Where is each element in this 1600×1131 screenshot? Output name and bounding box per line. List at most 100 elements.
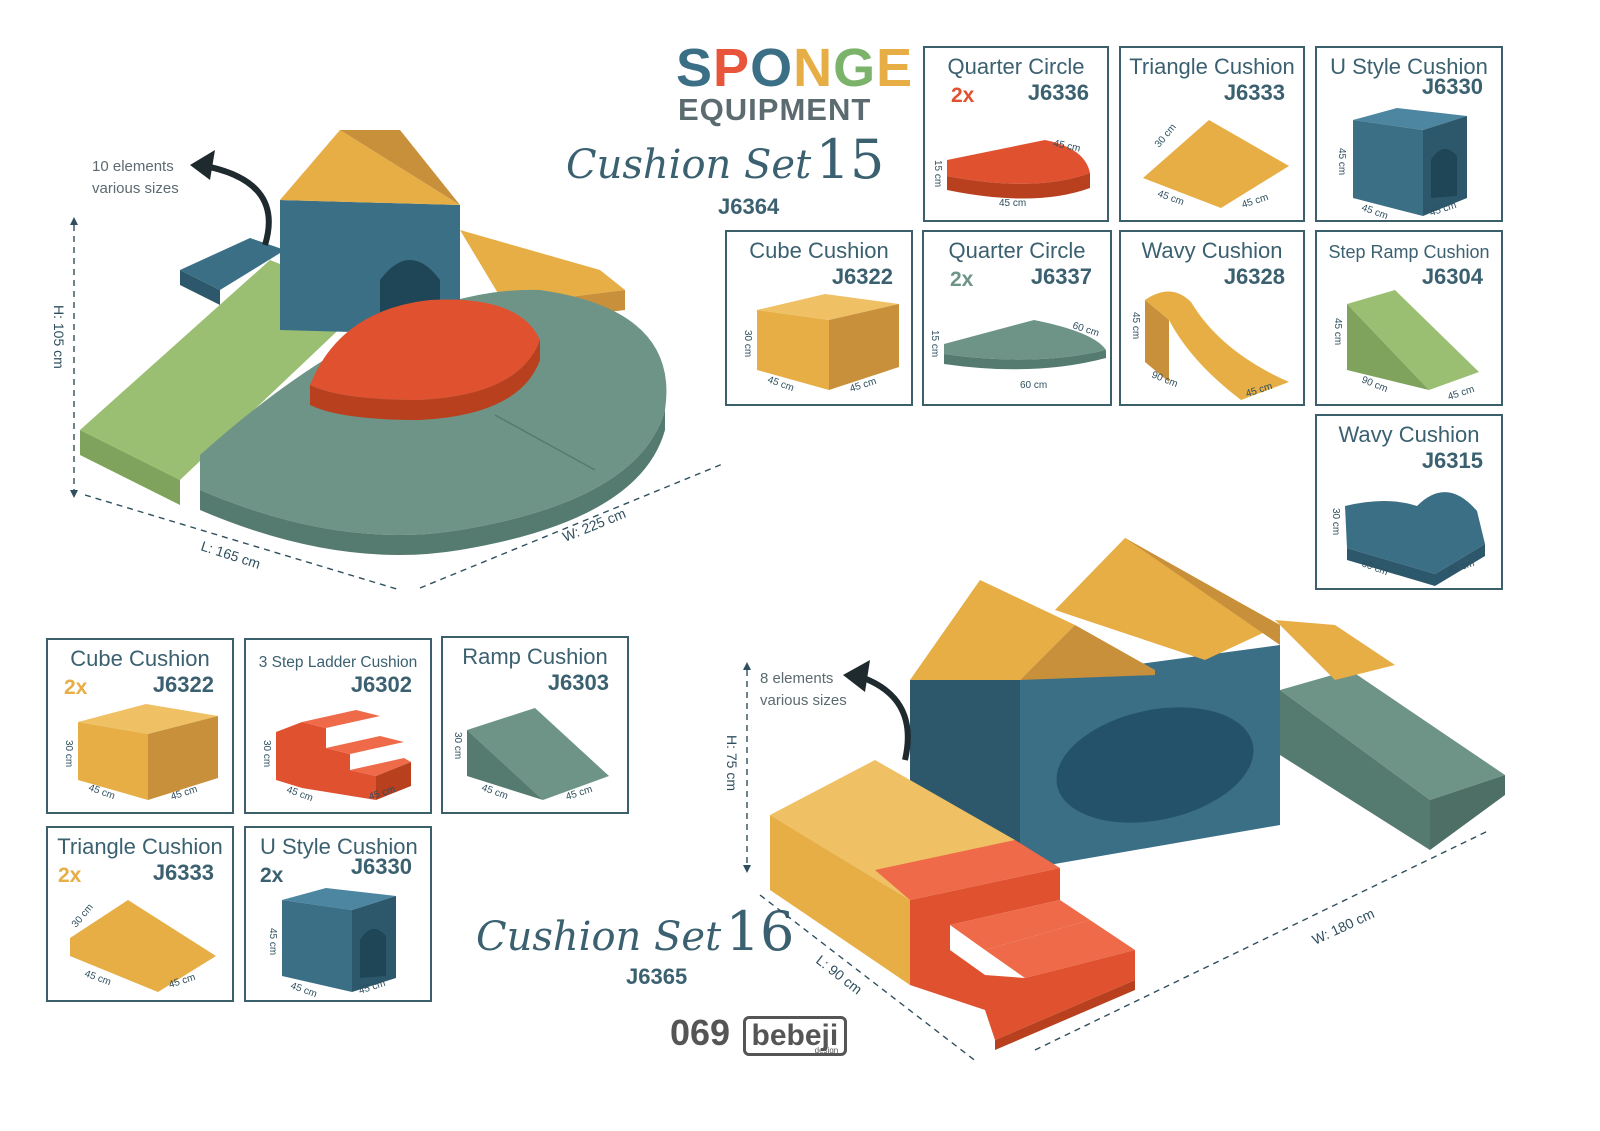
set16-title-num: 16 [725, 900, 795, 963]
brand-logo: SPONGE EQUIPMENT [676, 38, 914, 128]
card-qty: 2x [951, 84, 975, 107]
set15-card-triangle-j6333: Triangle Cushion J6333 30 cm 45 cm 45 cm [1119, 46, 1305, 222]
set15-title-word: Cushion Set [566, 142, 812, 188]
set16-height-label: H: 75 cm [724, 735, 740, 791]
set15-card-step-ramp-j6304: Step Ramp Cushion J6304 45 cm 90 cm 45 c… [1315, 230, 1503, 406]
set15-card-wavy-j6328: Wavy Cushion J6328 45 cm 90 cm 45 cm [1119, 230, 1305, 406]
brand-line2: EQUIPMENT [678, 92, 872, 127]
svg-text:15 cm: 15 cm [929, 330, 940, 357]
u-style-blue-illustration: 45 cm 45 cm 45 cm [267, 888, 396, 1000]
svg-text:30 cm: 30 cm [452, 732, 463, 759]
svg-text:45 cm: 45 cm [1241, 192, 1270, 211]
set15-height-label: H: 105 cm [51, 305, 67, 369]
card-name: Quarter Circle [948, 238, 1086, 263]
set15-card-cube-j6322: Cube Cushion J6322 30 cm 45 cm 45 cm [725, 230, 913, 406]
set16-card-u-style-j6330: U Style Cushion 2x J6330 45 cm 45 cm 45 … [244, 826, 432, 1002]
ramp-grey-illustration: 30 cm 45 cm 45 cm [452, 708, 609, 803]
card-code: J6315 [1421, 448, 1483, 473]
quarter-circle-red-illustration: 15 cm 45 cm 45 cm [932, 138, 1090, 209]
set15-title: Cushion Set 15 [566, 128, 884, 191]
triangle-yellow-illustration: 30 cm 45 cm 45 cm [70, 900, 216, 992]
card-code: J6337 [1030, 264, 1092, 289]
wavy-blue-illustration: 30 cm 60 cm 45 cm [1330, 492, 1485, 586]
u-style-blue-illustration: 45 cm 45 cm 45 cm [1336, 108, 1467, 222]
footer: 069 bebeji design [670, 1012, 848, 1056]
svg-text:45 cm: 45 cm [1447, 384, 1476, 403]
svg-text:30 cm: 30 cm [261, 740, 272, 767]
set16-card-3-step-ladder-j6302: 3 Step Ladder Cushion J6302 30 cm 45 cm … [244, 638, 432, 814]
card-qty: 2x [64, 676, 88, 699]
card-code: J6322 [831, 264, 893, 289]
svg-text:30 cm: 30 cm [742, 330, 753, 357]
set16-note-line2: various sizes [760, 692, 847, 709]
set16-note-line1: 8 elements [760, 670, 834, 687]
set15-card-quarter-circle-j6337: Quarter Circle 2x J6337 15 cm 60 cm 60 c… [922, 230, 1112, 406]
svg-text:45 cm: 45 cm [289, 980, 318, 1000]
card-code: J6304 [1421, 264, 1483, 289]
set15-illustration: H: 105 cm L: 165 cm W: 225 cm [51, 130, 726, 591]
card-qty: 2x [58, 864, 82, 887]
card-code: J6302 [350, 672, 412, 697]
svg-text:45 cm: 45 cm [1336, 148, 1347, 175]
set15-card-u-style-j6330: U Style Cushion J6330 45 cm 45 cm 45 cm [1315, 46, 1503, 222]
svg-text:30 cm: 30 cm [63, 740, 74, 767]
card-name: Cube Cushion [70, 646, 210, 671]
footer-brand: bebeji design [742, 1016, 848, 1056]
svg-text:45 cm: 45 cm [999, 198, 1026, 209]
set16-card-cube-j6322: Cube Cushion 2x J6322 30 cm 45 cm 45 cm [46, 638, 234, 814]
cube-yellow-illustration: 30 cm 45 cm 45 cm [742, 294, 899, 395]
quarter-circle-grey-illustration: 15 cm 60 cm 60 cm [929, 320, 1106, 391]
triangle-yellow-illustration: 30 cm 45 cm 45 cm [1143, 120, 1289, 211]
brand-line1: SPONGE [676, 38, 914, 98]
set16-code: J6365 [626, 964, 688, 989]
card-name: U Style Cushion [260, 834, 418, 859]
card-qty: 2x [260, 864, 284, 887]
set15-card-wavy-j6315: Wavy Cushion J6315 30 cm 60 cm 45 cm [1315, 414, 1503, 590]
set16-card-ramp-j6303: Ramp Cushion J6303 30 cm 45 cm 45 cm [441, 636, 629, 814]
set15-card-quarter-circle-j6336: Quarter Circle 2x J6336 15 cm 45 cm 45 c… [923, 46, 1109, 222]
card-name: Quarter Circle [947, 54, 1085, 79]
set16-title: Cushion Set 16 [476, 900, 794, 963]
set16-length-label: L: 90 cm [813, 952, 865, 998]
card-name: Cube Cushion [749, 238, 889, 263]
set16-card-triangle-j6333: Triangle Cushion 2x J6333 30 cm 45 cm 45… [46, 826, 234, 1002]
card-name: Wavy Cushion [1338, 422, 1480, 447]
card-code: J6303 [547, 670, 609, 695]
cube-yellow-illustration: 30 cm 45 cm 45 cm [63, 704, 218, 803]
set15-length-label: L: 165 cm [199, 538, 262, 572]
set16-width-label: W: 180 cm [1310, 905, 1377, 948]
svg-text:45 cm: 45 cm [1130, 312, 1141, 339]
wavy-yellow-illustration: 45 cm 90 cm 45 cm [1130, 291, 1289, 400]
card-code: J6322 [152, 672, 214, 697]
set16-title-word: Cushion Set [476, 914, 722, 960]
svg-text:45 cm: 45 cm [267, 928, 278, 955]
set15-title-num: 15 [815, 128, 885, 191]
svg-text:45 cm: 45 cm [1332, 318, 1343, 345]
card-qty: 2x [950, 268, 974, 291]
card-name: Step Ramp Cushion [1328, 242, 1490, 262]
step-ladder-red-illustration: 30 cm 45 cm 45 cm [261, 710, 411, 804]
card-code: J6330 [1421, 74, 1483, 99]
set15-note: 10 elements various sizes [92, 156, 179, 200]
card-name: Wavy Cushion [1141, 238, 1283, 263]
card-name: U Style Cushion [1330, 54, 1488, 79]
page-number: 069 [670, 1012, 731, 1053]
set16-note: 8 elements various sizes [760, 668, 847, 712]
set15-note-line2: various sizes [92, 180, 179, 197]
set16-illustration: H: 75 cm L: 90 cm W: 180 cm [724, 538, 1505, 1063]
set15-note-line1: 10 elements [92, 158, 174, 175]
set15-code: J6364 [718, 194, 780, 219]
card-name: Triangle Cushion [57, 834, 223, 859]
card-code: J6333 [152, 860, 214, 885]
step-ramp-green-illustration: 45 cm 90 cm 45 cm [1332, 290, 1479, 403]
card-name: 3 Step Ladder Cushion [258, 654, 418, 671]
svg-text:30 cm: 30 cm [1153, 122, 1179, 150]
card-code: J6330 [350, 854, 412, 879]
card-code: J6333 [1223, 80, 1285, 105]
footer-brand-name: bebeji [751, 1019, 839, 1052]
svg-text:15 cm: 15 cm [932, 160, 943, 187]
card-name: Ramp Cushion [462, 644, 608, 669]
svg-text:60 cm: 60 cm [1020, 380, 1047, 391]
card-name: Triangle Cushion [1129, 54, 1295, 79]
svg-text:30 cm: 30 cm [1330, 508, 1341, 535]
